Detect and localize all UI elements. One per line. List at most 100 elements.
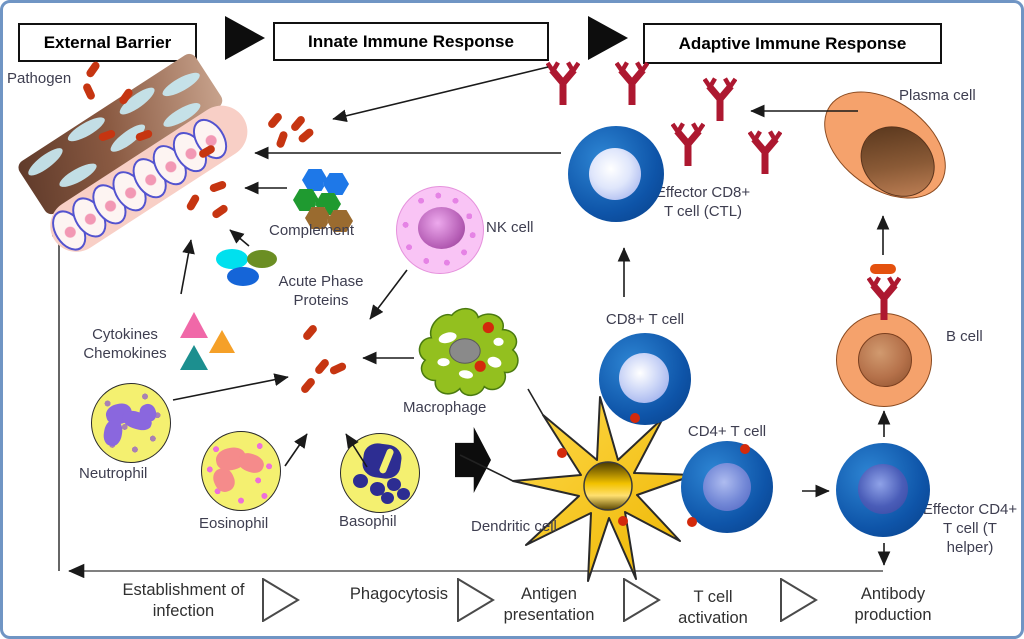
acute-phase-protein-icon [247,250,277,268]
engulfed-pathogen-icon [482,321,494,334]
pathogen-rod-icon [328,361,348,376]
external-barrier-label: External Barrier [43,32,172,52]
neutrophil-nucleus [101,418,125,448]
pathogen-rod-icon [299,376,317,395]
dendritic-cell [459,388,723,582]
b-cell-receptor-icon [867,275,901,321]
b-cell-label: B cell [946,328,983,345]
pathogen-rod-icon [81,82,97,101]
basophil-granule [381,492,394,504]
dendritic-nucleus [583,461,633,511]
antigen-dot-icon [618,516,628,526]
engulfed-pathogen-icon [474,360,486,372]
plasma-cell [804,69,966,221]
effector-cd4-nucleus [858,464,908,514]
flow-triangle-icon [262,578,300,622]
basophil-cell [340,433,420,513]
pathogen-rod-icon [266,111,284,130]
stage-arrow-icon [225,16,265,60]
neutrophil-cell [91,383,171,463]
acute-phase-protein-icon [227,267,259,286]
macrophage-nucleus [449,338,481,364]
stage-arrow-icon [455,427,491,493]
basophil-granule [353,474,368,488]
eosinophil-cell [201,431,281,511]
complement-hexagon-icon [327,210,353,232]
complement-hexagon-icon [302,169,328,191]
arrow-acute-phase-to-pathogen [229,229,250,247]
pathogen-rod-icon [301,323,319,342]
macrophage-vacuole [438,332,457,344]
complement-label: Complement [269,222,355,239]
dendrite-line [527,388,544,416]
stage-establishment: Establishment of infection [122,581,245,621]
pathogen-rod-icon [210,203,230,220]
cd4-t-cell [681,441,773,533]
b-cell [836,313,932,407]
arrow-eosinophil-to-pathogen [284,433,308,467]
stage-antigen-presentation: Antigen presentation [503,585,595,625]
macrophage-label: Macrophage [403,399,487,416]
stage-arrow-icon [588,16,628,60]
neutrophil-label: Neutrophil [79,465,148,482]
pathogen-rod-icon [185,193,201,212]
cd8-t-cell [599,333,691,425]
flow-triangle-icon [457,578,495,622]
plasma-cell-label: Plasma cell [899,87,976,104]
acute-phase-protein-icon [216,249,248,269]
antibody-icon [671,121,705,167]
flow-triangle-icon [780,578,818,622]
basophil-label: Basophil [339,513,397,530]
stage-antibody-production: Antibody production [854,585,932,625]
pathogen-rod-icon [313,357,331,376]
plasma-cell-nucleus [846,111,949,212]
basophil-granule [387,478,401,491]
flow-triangle-icon [623,578,661,622]
complement-hexagon-icon [305,207,331,229]
macrophage-vacuole [437,358,450,367]
basophil-granule [397,488,410,500]
antibody-icon [748,129,782,175]
antibody-icon [615,60,649,106]
innate-immune-label: Innate Immune Response [308,31,514,51]
eosinophil-label: Eosinophil [199,515,269,532]
b-cell-nucleus [858,333,912,387]
complement-hexagon-icon [323,173,349,195]
arrow-neutrophil-to-pathogen [172,373,289,401]
innate-immune-box: Innate Immune Response [273,22,549,61]
nk-cell-nucleus [418,207,465,249]
adaptive-immune-label: Adaptive Immune Response [678,33,907,53]
tissue-cell [159,68,203,101]
macrophage-vacuole [493,337,504,346]
cd8-nucleus [619,353,669,403]
antigen-dot-icon [557,448,567,458]
pathogen-rod-icon [289,114,307,133]
external-barrier-box: External Barrier [18,23,197,62]
cytokines-label: Cytokines Chemokines [83,326,167,362]
eosinophil-nucleus [235,450,267,476]
stage-tcell-activation: T cell activation [678,588,748,628]
cd8-label: CD8+ T cell [605,311,685,328]
antibody-icon [546,60,580,106]
arrow-nk-to-pathogen [369,269,408,320]
effector-cd4-t-cell [836,443,930,537]
antigen-pill-icon [870,264,896,274]
macrophage-vacuole [458,370,473,379]
complement-hexagon-icon [293,189,319,211]
macrophage-vacuole [487,356,502,368]
pathogen-rod-icon [296,126,316,145]
antigen-dot-icon [740,444,750,454]
pathogen-rod-icon [275,130,289,149]
antibody-icon [703,76,737,122]
cd4-nucleus [703,463,751,511]
cytokine-triangle-icon [180,345,208,370]
arrow-antibody-to-pathogen [332,66,549,123]
dendrite-line [459,454,514,482]
antigen-dot-icon [630,413,640,423]
macrophage-cell [418,307,519,397]
effector-cd8-label: Effector CD8+ T cell (CTL) [655,184,751,220]
pathogen-label: Pathogen [7,70,72,87]
nk-cell [396,186,484,274]
effector-cd8-t-cell [568,126,664,222]
acute-phase-label: Acute Phase Proteins [278,273,364,309]
